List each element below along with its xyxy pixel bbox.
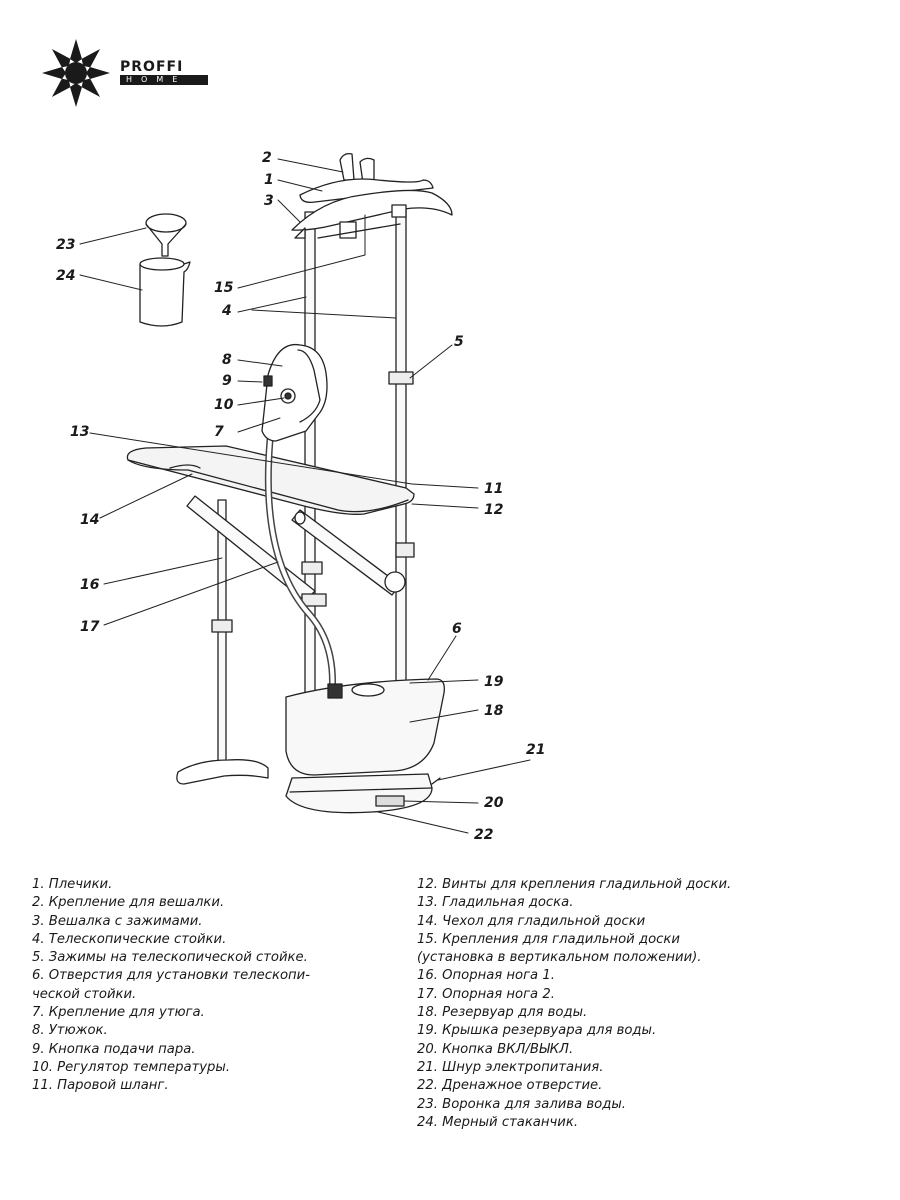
callout-19: 19 <box>484 674 504 690</box>
legend-item: 2. Крепление для вешалки. <box>32 895 225 911</box>
leader-lines <box>79 158 531 834</box>
legend-item: 12. Винты для крепления гладильной доски… <box>417 877 732 892</box>
legend-item: 13. Гладильная доска. <box>417 895 574 911</box>
callout-10: 10 <box>214 397 234 413</box>
callout-17: 17 <box>80 619 100 635</box>
legend-item: 7. Крепление для утюга. <box>32 1005 205 1021</box>
callout-20: 20 <box>484 795 504 811</box>
legend-item: 23. Воронка для залива воды. <box>417 1096 626 1112</box>
callout-3: 3 <box>264 193 274 209</box>
legend-item: 1. Плечики. <box>32 877 113 892</box>
pole-clips <box>301 371 415 607</box>
callout-2: 2 <box>262 150 272 166</box>
legend-item: 9. Кнопка подачи пара. <box>32 1041 196 1057</box>
legend-item: 19. Крышка резервуара для воды. <box>417 1023 657 1039</box>
callout-9: 9 <box>222 373 232 389</box>
callout-1: 1 <box>264 172 274 188</box>
callout-12: 12 <box>484 502 504 518</box>
legend-item: 15. Крепления для гладильной доски <box>417 931 680 947</box>
proffi-home-logo <box>42 39 110 107</box>
legend-left: 1. Плечики. 2. Крепление для вешалки. 3.… <box>32 876 392 1096</box>
callout-21: 21 <box>526 742 546 758</box>
legend-item: 16. Опорная нога 1. <box>417 968 555 984</box>
callout-8: 8 <box>222 352 232 368</box>
legend-item: ческой стойки. <box>32 986 137 1002</box>
callout-4: 4 <box>222 303 232 319</box>
legend-item: 21. Шнур электропитания. <box>417 1059 604 1075</box>
legend-item: 10. Регулятор температуры. <box>32 1059 231 1075</box>
callout-24: 24 <box>56 268 76 284</box>
legend-item: 3. Вешалка с зажимами. <box>32 913 203 929</box>
callout-6: 6 <box>452 621 462 637</box>
logo-brand: PROFFI <box>120 59 184 75</box>
measuring-cup <box>139 257 191 327</box>
water-tank <box>285 678 445 814</box>
legend-item: 8. Утюжок. <box>32 1023 108 1039</box>
steam-hose <box>264 436 336 714</box>
legend-item: 4. Телескопические стойки. <box>32 931 227 947</box>
legend-item: 11. Паровой шланг. <box>32 1078 169 1094</box>
callout-23: 23 <box>56 237 76 253</box>
legend-item: 24. Мерный стаканчик. <box>417 1114 579 1130</box>
legend-item: 14. Чехол для гладильной доски <box>417 913 646 929</box>
legend-item: 17. Опорная нога 2. <box>417 986 555 1002</box>
hanger <box>291 152 453 239</box>
callout-14: 14 <box>80 512 100 528</box>
callout-18: 18 <box>484 703 504 719</box>
funnel <box>145 213 187 257</box>
callout-16: 16 <box>80 577 100 593</box>
steamer-diagram <box>79 152 531 834</box>
legend-item: 20. Кнопка ВКЛ/ВЫКЛ. <box>417 1041 574 1057</box>
legend-item: 18. Резервуар для воды. <box>417 1005 588 1021</box>
legend-right: 12. Винты для крепления гладильной доски… <box>417 876 887 1132</box>
callout-5: 5 <box>454 334 464 350</box>
callout-13: 13 <box>70 424 90 440</box>
legend-item: 6. Отверстия для установки телескопи- <box>32 968 310 984</box>
callout-7: 7 <box>214 424 224 440</box>
logo-text: PROFFI HOME <box>120 60 208 85</box>
callout-15: 15 <box>214 280 234 296</box>
logo-sub: HOME <box>120 75 208 85</box>
legend-item: (установка в вертикальном положении). <box>417 950 702 966</box>
legend-item: 22. Дренажное отверстие. <box>417 1078 603 1094</box>
legend-item: 5. Зажимы на телескопической стойке. <box>32 950 308 966</box>
callout-22: 22 <box>474 827 494 843</box>
callout-11: 11 <box>484 481 504 497</box>
flower-logo-icon <box>42 39 110 107</box>
iron <box>261 343 328 442</box>
